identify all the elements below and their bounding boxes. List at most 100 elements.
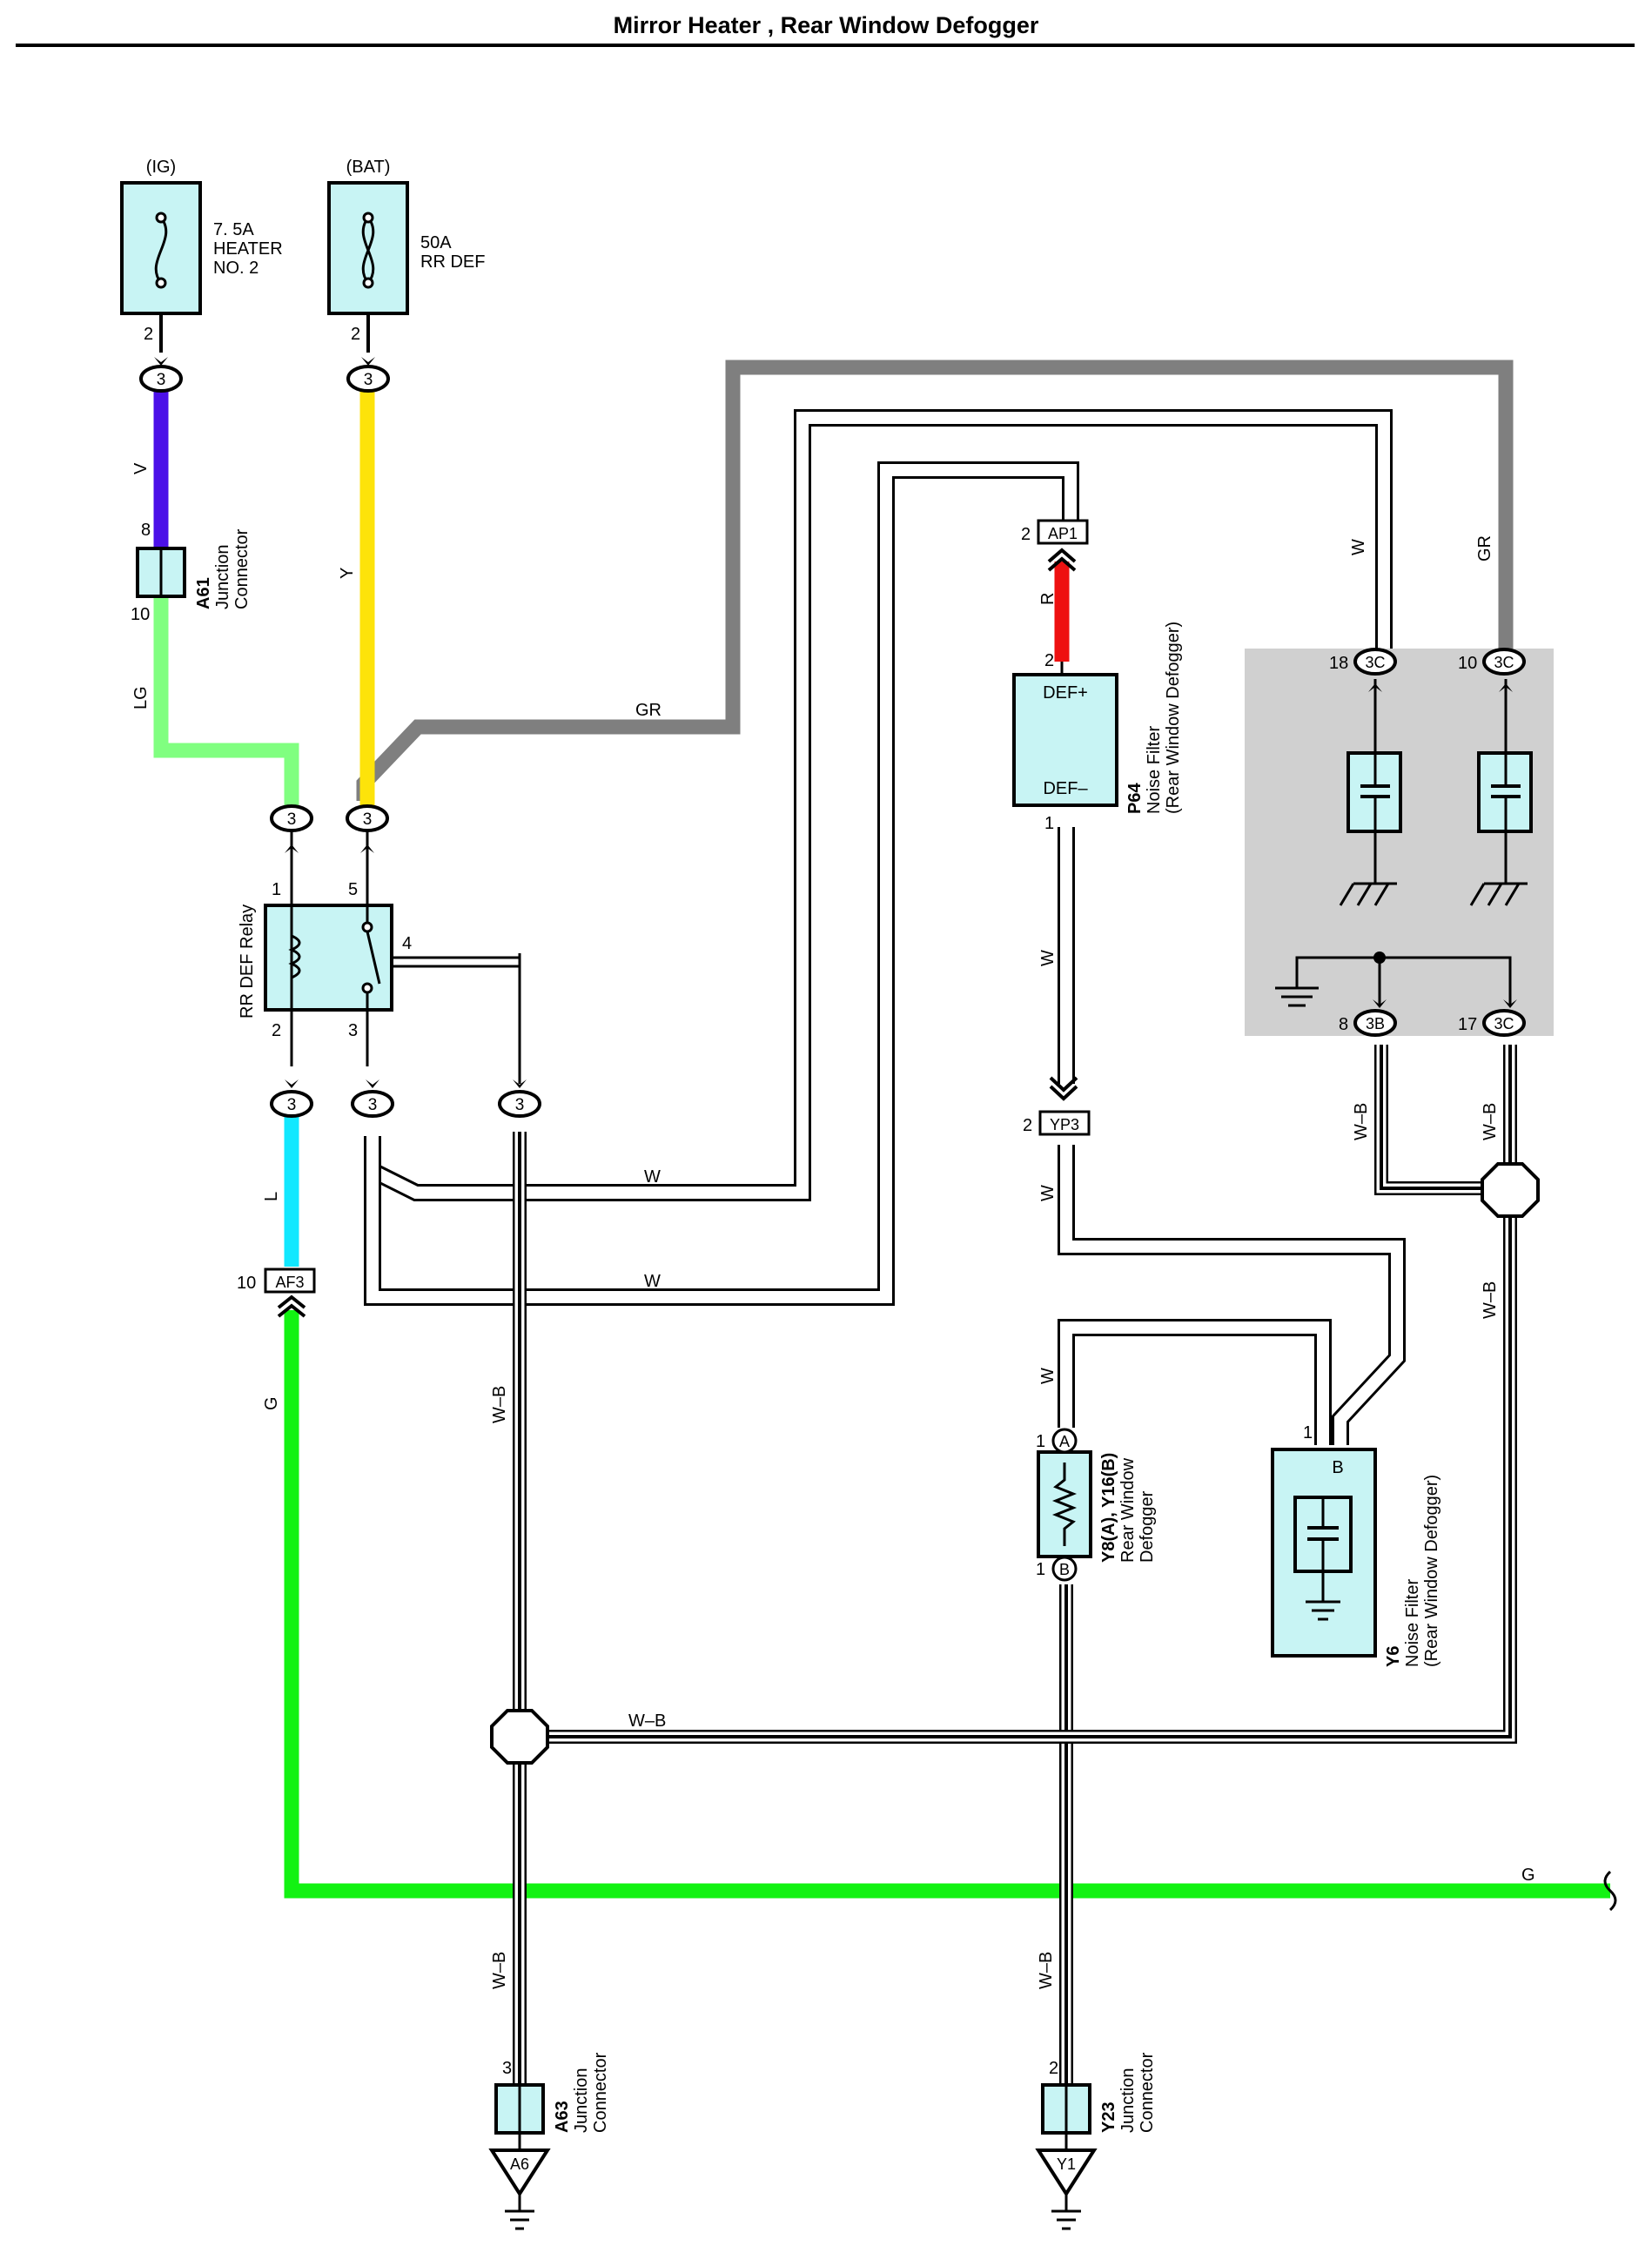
- y6-noise-filter: [1271, 1448, 1377, 1658]
- fuse-heater-label-2: HEATER: [213, 239, 283, 259]
- af3-id: AF3: [275, 1274, 304, 1291]
- p64-id: P64: [1125, 783, 1145, 814]
- label-w-top-right: W: [1349, 539, 1368, 555]
- p64-noise-filter: [1012, 662, 1118, 807]
- rr-def-relay: [264, 831, 521, 1066]
- jb-pin-6: 3: [368, 1096, 378, 1114]
- label-l: L: [262, 1192, 281, 1201]
- jb-pin-7: 3: [515, 1096, 525, 1114]
- box-c17-pin: 17: [1458, 1015, 1477, 1034]
- y6-term: B: [1332, 1458, 1343, 1477]
- ap1-connector: [1037, 519, 1089, 572]
- fuse-heater-label-3: NO. 2: [213, 259, 259, 278]
- label-g-left: G: [262, 1396, 281, 1410]
- a63-name-1: Junction: [572, 2068, 591, 2134]
- y8-pin-bottom: 1: [1036, 1560, 1045, 1579]
- relay-pin-1: 1: [272, 880, 281, 899]
- box-c18-id: 3C: [1365, 654, 1385, 671]
- label-gr-right: GR: [1475, 535, 1494, 562]
- fuse-rrdef-label-1: 50A: [420, 233, 452, 252]
- splice-points: [490, 1162, 1540, 1765]
- label-wb-horizontal: W–B: [628, 1711, 666, 1731]
- wires: [153, 360, 1610, 2085]
- label-w-p64: W: [1038, 950, 1058, 966]
- y23-pin: 2: [1049, 2059, 1058, 2078]
- y23-id: Y23: [1099, 2101, 1118, 2133]
- a63-name-2: Connector: [591, 2052, 610, 2133]
- relay-pin-5: 5: [348, 880, 358, 899]
- p64-minus: DEF–: [1043, 779, 1088, 798]
- a61-pin-bottom: 10: [131, 605, 150, 624]
- fuse-rrdef-label-2: RR DEF: [420, 252, 485, 272]
- box-c8-pin: 8: [1339, 1015, 1348, 1034]
- relay-pin-3: 3: [348, 1021, 358, 1040]
- ap1-pin: 2: [1021, 525, 1031, 544]
- a6-ground: A6: [510, 2155, 529, 2173]
- y23-name-2: Connector: [1138, 2052, 1157, 2133]
- wb-wires: [390, 953, 1517, 2085]
- fuse-heater: [120, 181, 202, 353]
- white-wires: [364, 409, 1406, 1445]
- yp3-connector: [1038, 1076, 1091, 1136]
- label-wb-y8-low: W–B: [1037, 1952, 1056, 1989]
- y8-defogger: [1037, 1428, 1092, 1582]
- y6-name-1: Noise Filter: [1403, 1579, 1422, 1667]
- box-c10-pin: 10: [1458, 654, 1477, 673]
- source-ig: (IG): [146, 158, 176, 177]
- y8-pin-top: 1: [1036, 1432, 1045, 1451]
- fuse-rrdef-pin: 2: [351, 325, 360, 344]
- wire-lg: [153, 596, 299, 805]
- mirror-heater-box: [1245, 648, 1554, 1037]
- box-c8-id: 3B: [1366, 1015, 1385, 1032]
- relay-pin-4: 4: [402, 934, 412, 953]
- p64-pin-bottom: 1: [1044, 814, 1054, 833]
- a61-pin-top: 8: [141, 521, 151, 540]
- y6-id: Y6: [1384, 1646, 1403, 1667]
- box-c17-id: 3C: [1494, 1015, 1514, 1032]
- source-bat: (BAT): [346, 158, 391, 177]
- wire-g: [284, 1310, 1610, 1899]
- g-wire-end: [1603, 1870, 1617, 1912]
- label-gr-mid: GR: [635, 701, 661, 720]
- y6-name-2: (Rear Window Defogger): [1422, 1475, 1441, 1667]
- yp3-pin: 2: [1023, 1116, 1032, 1135]
- p64-pin-top: 2: [1044, 651, 1054, 670]
- title-rule: [16, 44, 1635, 47]
- box-c18-pin: 18: [1329, 654, 1348, 673]
- label-g-right: G: [1521, 1866, 1535, 1885]
- y8-name-1: Rear Window: [1118, 1457, 1138, 1563]
- jb-connectors: [139, 365, 541, 1118]
- relay-name: RR DEF Relay: [238, 904, 257, 1019]
- a63-connector: [488, 2083, 551, 2230]
- yp3-id: YP3: [1050, 1116, 1079, 1133]
- y8-id: Y8(A), Y16(B): [1099, 1453, 1118, 1563]
- label-wb-a63-low: W–B: [490, 1952, 509, 1989]
- y8-name-2: Defogger: [1138, 1490, 1157, 1563]
- wire-labels: V LG Y GR GR W R W W W W W L G G W–B W–B…: [131, 462, 1535, 1989]
- label-wb-right1: W–B: [1352, 1103, 1371, 1140]
- diagram-title: Mirror Heater , Rear Window Defogger: [613, 12, 1039, 38]
- a63-pin: 3: [502, 2059, 512, 2078]
- label-w-y8: W: [1038, 1368, 1058, 1384]
- jb-pin-1: 3: [157, 371, 166, 389]
- y23-name-1: Junction: [1118, 2068, 1138, 2134]
- p64-name-1: Noise Filter: [1145, 726, 1164, 814]
- y23-connector: [1035, 2083, 1098, 2230]
- y1-ground: Y1: [1057, 2155, 1076, 2173]
- relay-pin-2: 2: [272, 1021, 281, 1040]
- label-w-bus2: W: [644, 1272, 661, 1291]
- a63-id: A63: [553, 2101, 572, 2133]
- af3-pin: 10: [237, 1274, 256, 1293]
- label-wb-right2: W–B: [1481, 1103, 1500, 1140]
- a61-name-2: Connector: [232, 528, 252, 609]
- label-wb-right3: W–B: [1481, 1281, 1500, 1319]
- p64-plus: DEF+: [1043, 683, 1088, 703]
- label-v: V: [131, 462, 151, 474]
- fuse-heater-pin: 2: [144, 325, 153, 344]
- fuse-rrdef: [327, 181, 409, 353]
- box-c10-id: 3C: [1494, 654, 1514, 671]
- label-w-bus1: W: [644, 1167, 661, 1187]
- a61-name-1: Junction: [213, 545, 232, 610]
- label-w-yp3: W: [1038, 1185, 1058, 1201]
